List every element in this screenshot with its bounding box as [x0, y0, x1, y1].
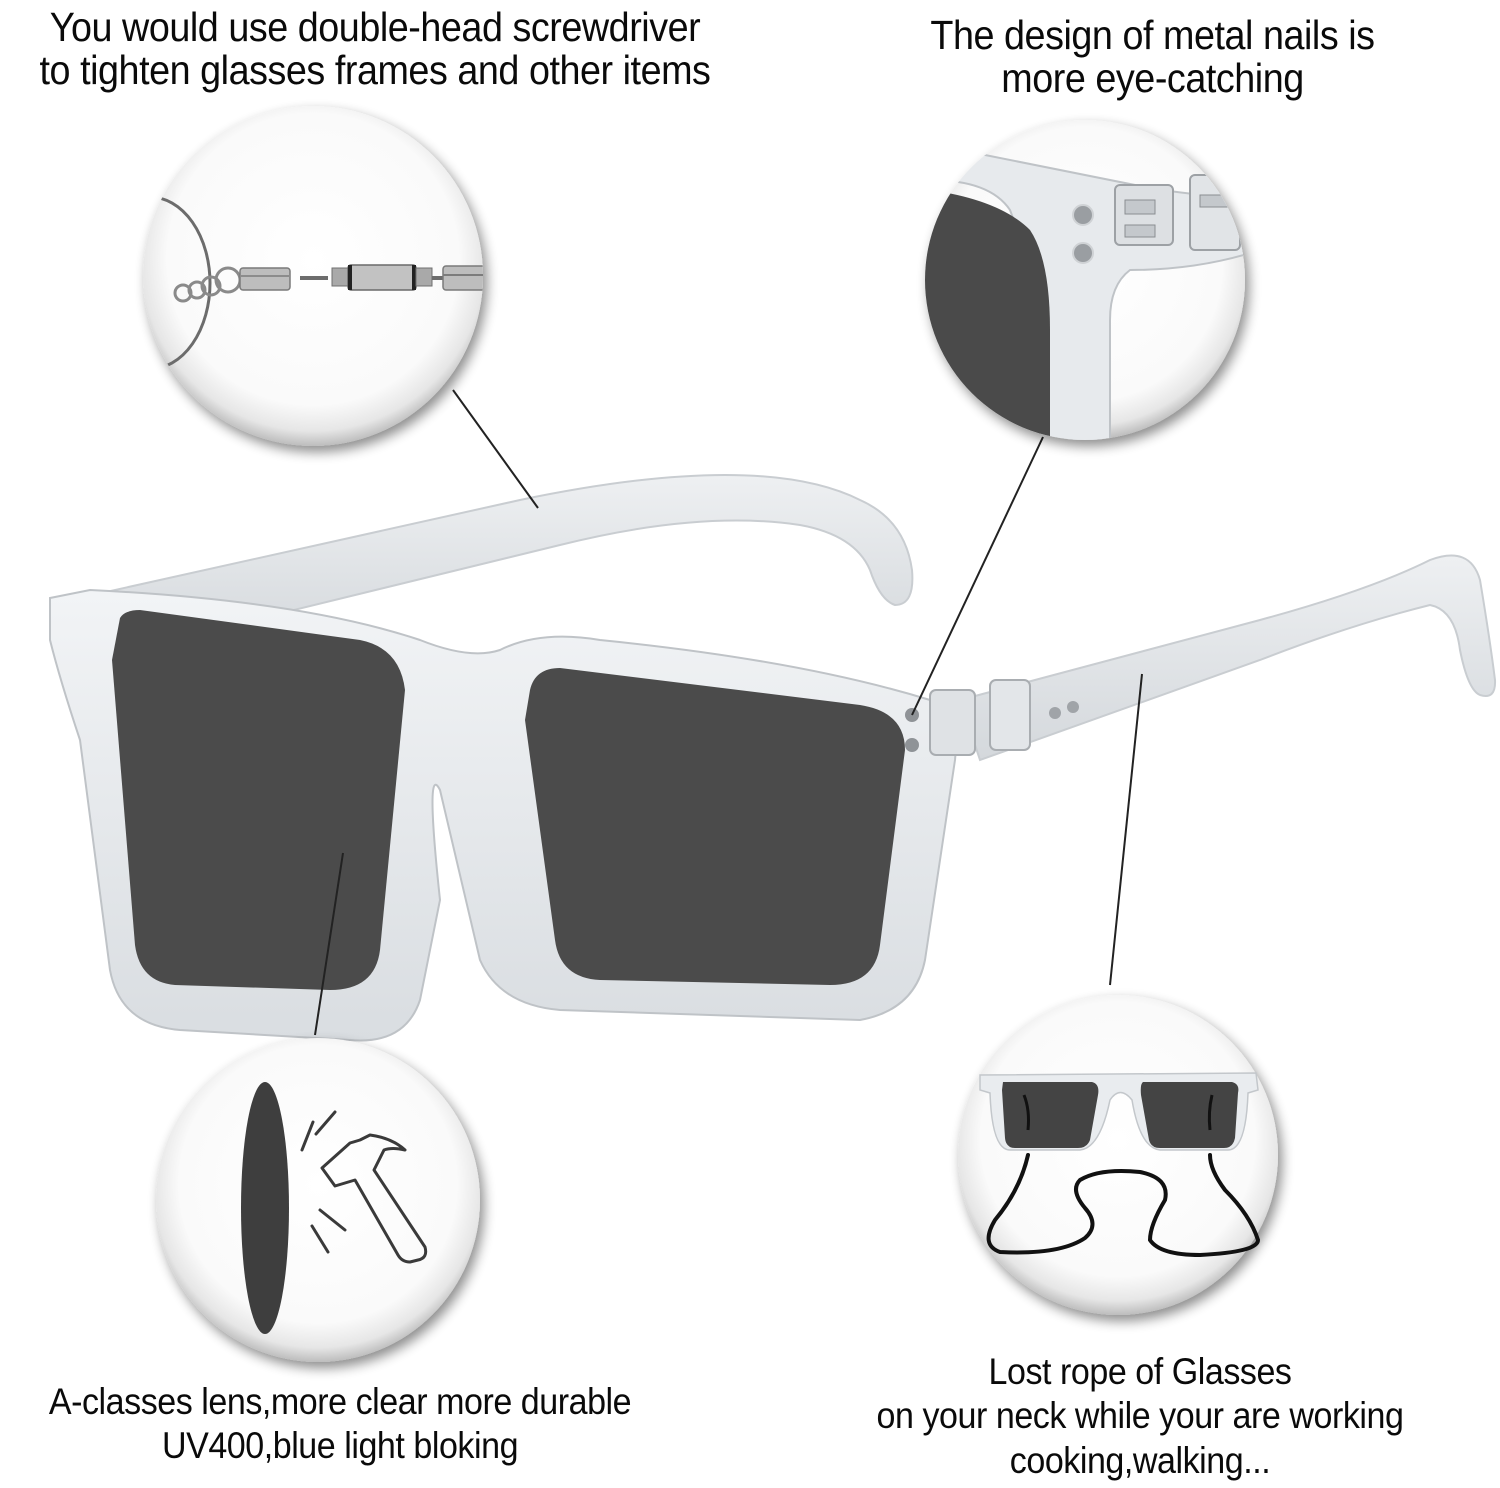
- caption-line: You would use double-head screwdriver: [49, 4, 701, 50]
- caption-line: UV400,blue light bloking: [161, 1425, 519, 1467]
- right-lens: [525, 668, 905, 985]
- caption-line: cooking,walking...: [1009, 1439, 1271, 1481]
- caption-lens: A-classes lens,more clear more durable U…: [27, 1380, 653, 1469]
- caption-rope: Lost rope of Glasses on your neck while …: [855, 1350, 1425, 1483]
- caption-screwdriver: You would use double-head screwdriver to…: [30, 4, 720, 94]
- front-rivet: [905, 738, 919, 752]
- lens-hammer-icon: [241, 1082, 428, 1334]
- leader-line-screwdriver: [452, 389, 539, 509]
- leader-lines: [314, 389, 1143, 1036]
- leader-line-lens: [314, 852, 344, 1036]
- neck-rope: [986, 1153, 1261, 1258]
- callout-metal-nails: [925, 120, 1245, 440]
- closeup-rivet: [1072, 242, 1094, 264]
- arm-rivet: [1067, 701, 1079, 713]
- caption-metal-nails: The design of metal nails is more eye-ca…: [902, 12, 1403, 102]
- front-temple-arm: [958, 554, 1497, 762]
- closeup-rivet: [1072, 204, 1094, 226]
- hammer-icon: [320, 1133, 428, 1264]
- caption-line: to tighten glasses frames and other item…: [39, 47, 711, 94]
- caption-line: on your neck while your are working: [876, 1395, 1404, 1437]
- main-glasses: [49, 474, 1497, 1042]
- caption-line: The design of metal nails is: [930, 12, 1375, 58]
- lens-shape: [241, 1082, 289, 1334]
- glasses-with-rope-icon: [979, 1072, 1261, 1258]
- back-temple-arm: [67, 474, 914, 652]
- left-lens: [112, 610, 405, 990]
- leader-line-metal-nails: [911, 436, 1044, 716]
- caption-line: more eye-catching: [1001, 55, 1304, 102]
- caption-line: Lost rope of Glasses: [988, 1351, 1292, 1392]
- arm-rivet: [1049, 707, 1061, 719]
- callout-lens-durability: [156, 1038, 480, 1362]
- callout-glasses-rope: [958, 995, 1278, 1315]
- hinge-block: [929, 689, 976, 756]
- callout-screwdriver: [143, 106, 483, 446]
- leader-line-rope: [1109, 673, 1143, 986]
- caption-line: A-classes lens,more clear more durable: [48, 1381, 632, 1422]
